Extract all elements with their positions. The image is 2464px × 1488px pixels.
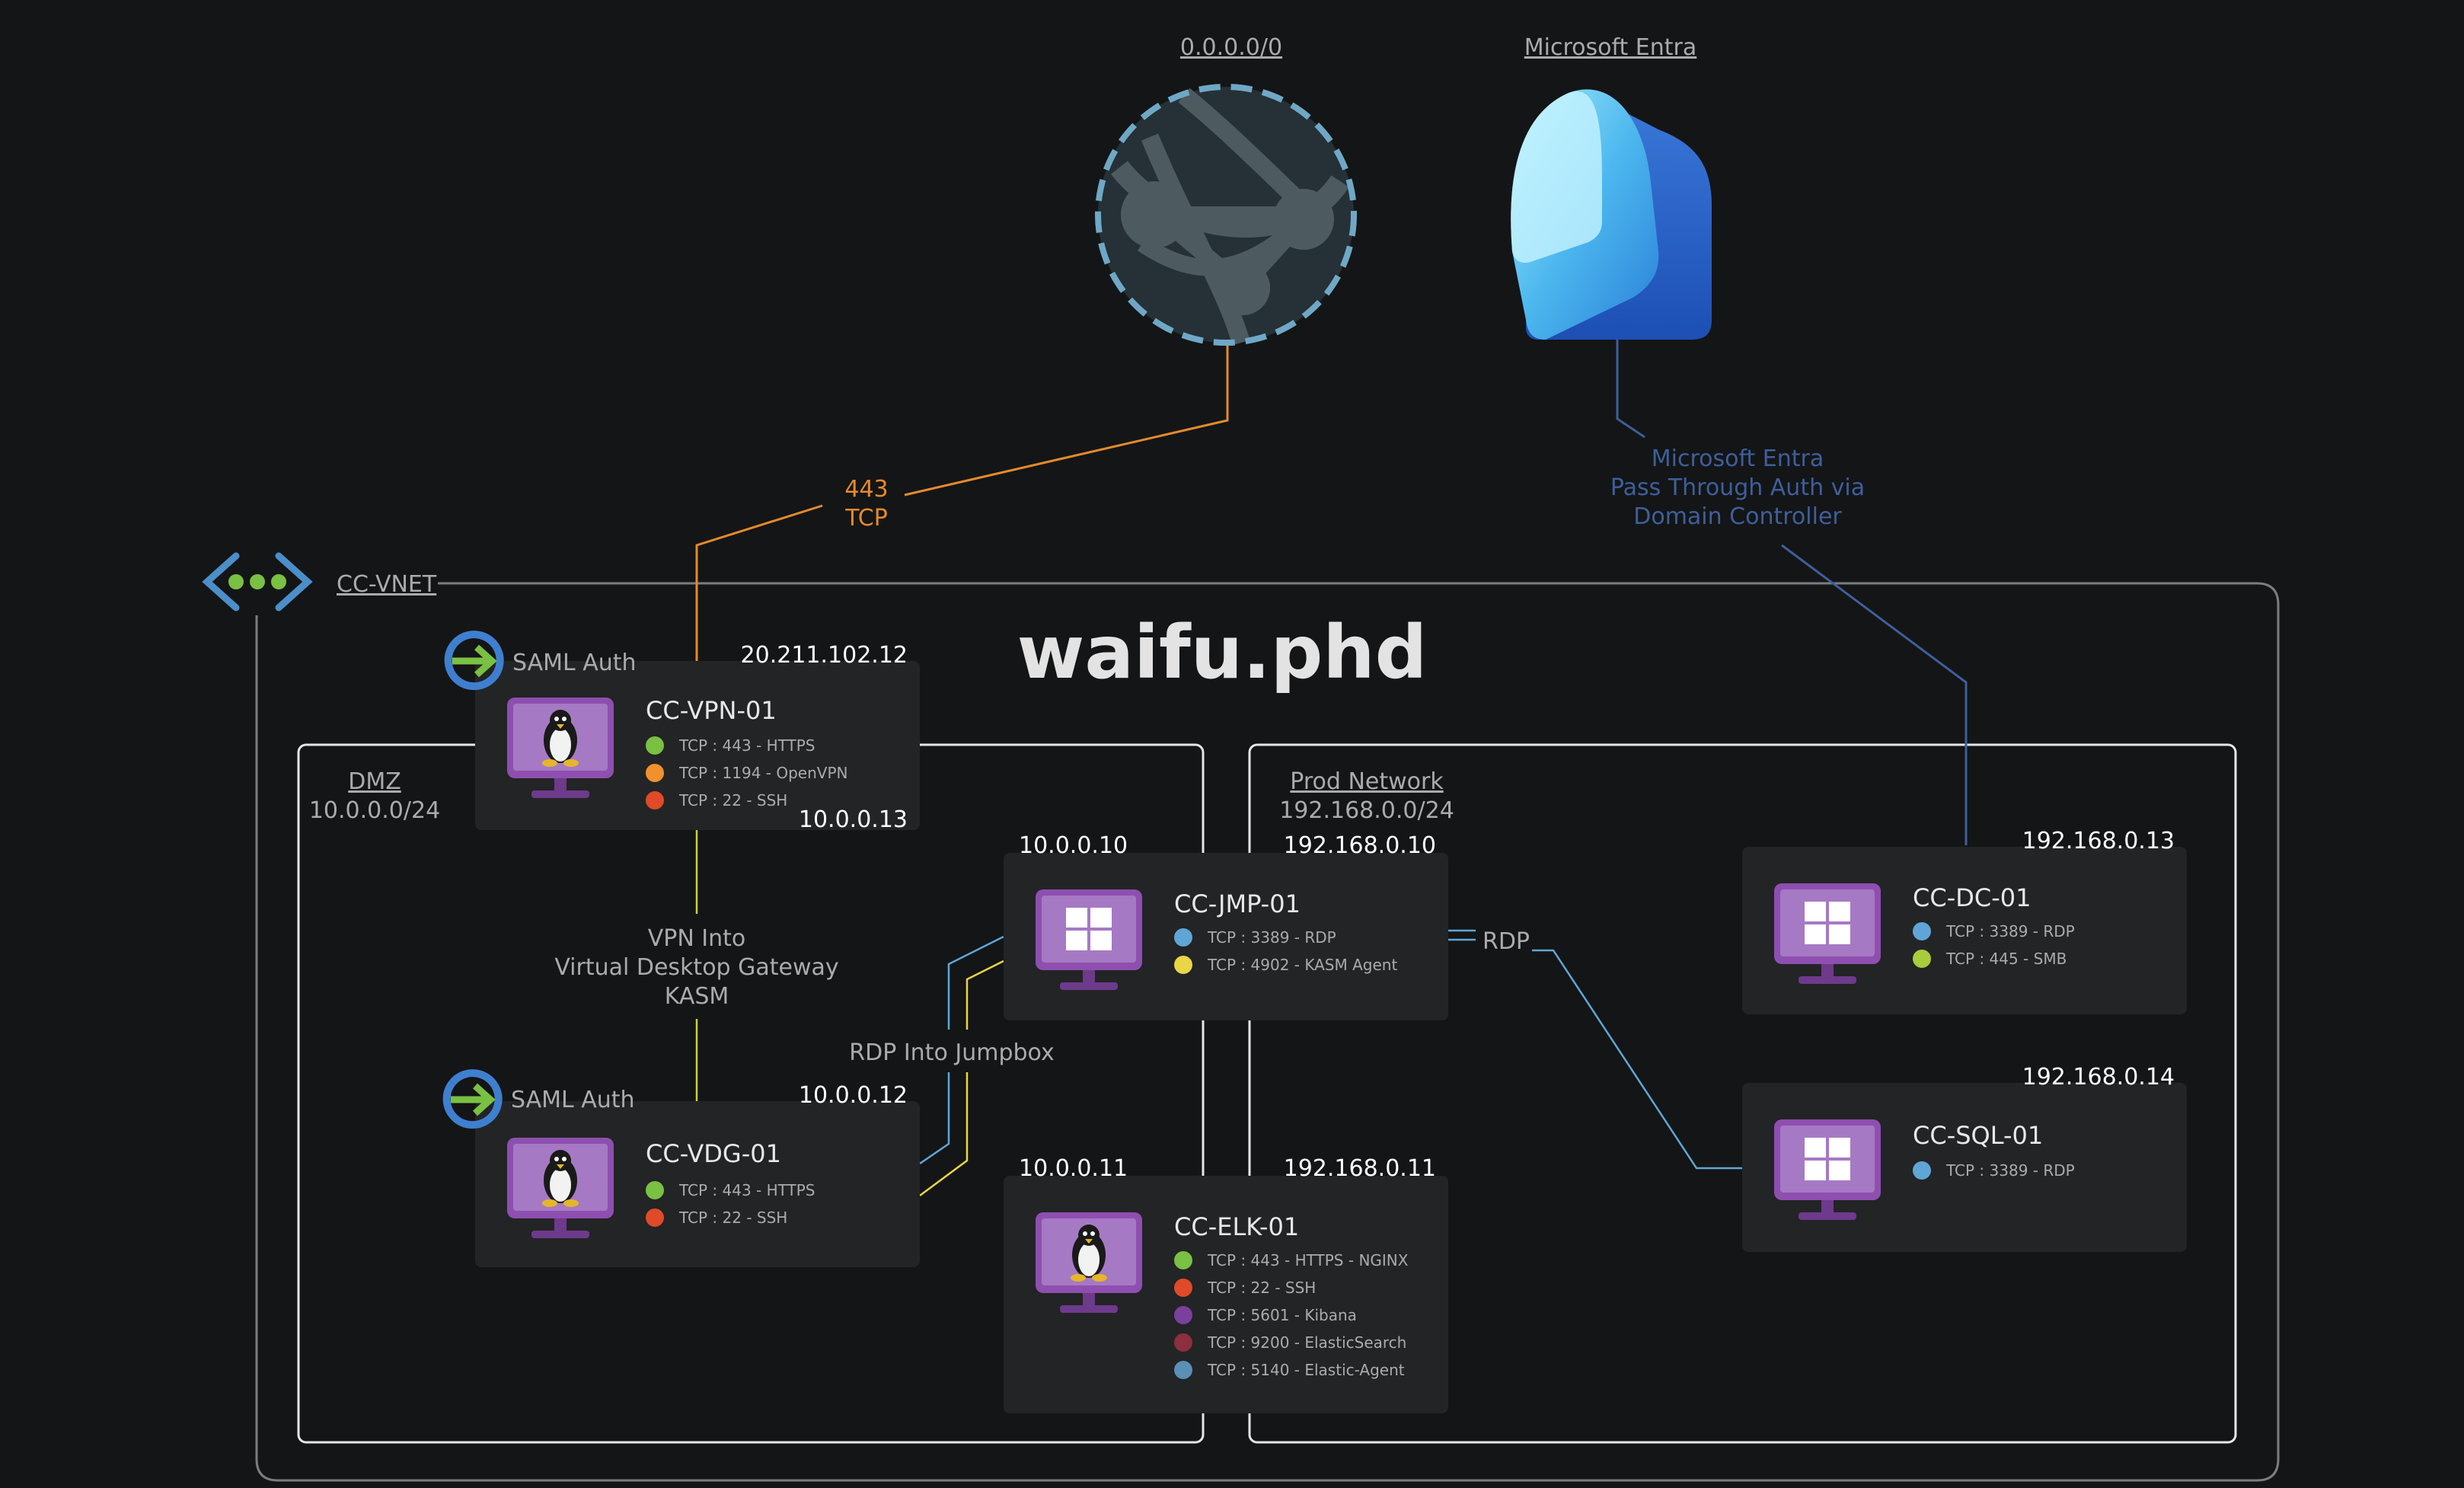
port-entry: TCP : 1194 - OpenVPN — [678, 764, 847, 782]
saml-login-icon — [442, 1069, 503, 1129]
port-entry: TCP : 22 - SSH — [678, 1209, 787, 1227]
port-status-dot — [646, 791, 664, 809]
linux-vm-icon — [507, 1138, 614, 1238]
ip-address: 10.0.0.12 — [799, 1082, 908, 1109]
ip-address: 192.168.0.11 — [1284, 1155, 1436, 1182]
port-entry: TCP : 9200 - ElasticSearch — [1207, 1333, 1406, 1352]
entra-note-line-3: Domain Controller — [1633, 503, 1842, 530]
port-status-dot — [646, 1181, 664, 1199]
rdp-label: RDP — [1483, 928, 1530, 955]
port-status-dot — [1174, 1279, 1192, 1297]
linux-vm-icon — [1036, 1212, 1142, 1313]
port-status-dot — [646, 736, 664, 755]
windows-vm-icon — [1036, 889, 1142, 990]
windows-vm-icon — [1774, 1119, 1881, 1220]
port-entry: TCP : 5601 - Kibana — [1207, 1306, 1357, 1324]
port-status-dot — [646, 764, 664, 782]
port-entry: TCP : 22 - SSH — [678, 791, 787, 809]
entra-label: Microsoft Entra — [1524, 34, 1697, 61]
port-entry: TCP : 22 - SSH — [1207, 1279, 1316, 1297]
port-entry: TCP : 3389 - RDP — [1945, 1161, 2075, 1180]
kasm-wire-yellow-upper — [965, 960, 1004, 1030]
host-name: CC-SQL-01 — [1913, 1121, 2043, 1150]
internet-wire — [904, 343, 1229, 497]
diagram-title: waifu.phd — [1017, 610, 1428, 695]
host-name: CC-VDG-01 — [646, 1139, 781, 1168]
internet-link-port: 443 — [844, 476, 888, 503]
port-entry: TCP : 3389 - RDP — [1207, 928, 1336, 947]
port-status-dot — [1174, 1333, 1192, 1352]
vnet-boundary — [255, 582, 2280, 1482]
port-entry: TCP : 443 - HTTPS - NGINX — [1207, 1251, 1409, 1269]
host-name: CC-VPN-01 — [646, 696, 777, 725]
virtual-network-icon — [202, 552, 313, 611]
prod-cidr: 192.168.0.0/24 — [1279, 797, 1454, 824]
port-entry: TCP : 443 - HTTPS — [678, 736, 815, 755]
port-status-dot — [1913, 922, 1931, 940]
ip-address: 10.0.0.10 — [1019, 832, 1128, 859]
port-status-dot — [1174, 1306, 1192, 1324]
rdp-jump-wire-blue-upper — [947, 935, 1004, 1030]
prod-name: Prod Network — [1290, 768, 1444, 795]
vpn-note-line-2: Virtual Desktop Gateway — [554, 954, 838, 981]
rdp-wire-sql — [1532, 949, 1742, 1170]
linux-vm-icon — [507, 698, 614, 798]
ip-address: 10.0.0.13 — [799, 806, 908, 833]
entra-note-line-2: Pass Through Auth via — [1610, 474, 1865, 501]
ip-address: 10.0.0.11 — [1019, 1155, 1128, 1182]
port-status-dot — [1174, 1251, 1192, 1269]
vpn-note-line-3: KASM — [665, 983, 729, 1010]
windows-vm-icon — [1774, 883, 1881, 984]
prod-zone — [1248, 743, 2237, 1444]
entra-id-icon — [1511, 89, 1712, 340]
vnet-label: CC-VNET — [337, 571, 437, 598]
dmz-cidr: 10.0.0.0/24 — [309, 797, 440, 824]
port-status-dot — [1174, 956, 1192, 974]
port-status-dot — [1913, 950, 1931, 968]
internet-wire-lower — [695, 504, 823, 664]
saml-auth-label-vdg: SAML Auth — [511, 1087, 635, 1113]
ip-address: 20.211.102.12 — [741, 642, 908, 669]
port-entry: TCP : 4902 - KASM Agent — [1207, 956, 1397, 974]
rdp-jumpbox-label: RDP Into Jumpbox — [849, 1039, 1054, 1066]
host-name: CC-ELK-01 — [1174, 1212, 1299, 1241]
port-entry: TCP : 5140 - Elastic-Agent — [1207, 1361, 1405, 1379]
port-status-dot — [1913, 1161, 1931, 1180]
port-status-dot — [646, 1209, 664, 1227]
host-name: CC-DC-01 — [1913, 883, 2031, 912]
port-entry: TCP : 3389 - RDP — [1945, 922, 2075, 940]
globe-network-icon — [1095, 84, 1357, 346]
kasm-wire-yellow-lower — [919, 1072, 969, 1197]
internet-label: 0.0.0.0/0 — [1180, 34, 1282, 61]
host-name: CC-JMP-01 — [1174, 889, 1301, 918]
port-status-dot — [1174, 1361, 1192, 1379]
ip-address: 192.168.0.10 — [1284, 832, 1436, 859]
entra-wire — [1616, 337, 1645, 439]
ip-address: 192.168.0.14 — [2022, 1064, 2175, 1090]
rdp-jump-wire-blue-lower — [919, 1072, 950, 1165]
port-entry: TCP : 445 - SMB — [1945, 950, 2067, 968]
entra-note-line-1: Microsoft Entra — [1652, 445, 1824, 472]
port-status-dot — [1174, 928, 1192, 947]
entra-wire-dc — [1781, 544, 1968, 845]
port-entry: TCP : 443 - HTTPS — [678, 1181, 815, 1199]
ip-address: 192.168.0.13 — [2022, 828, 2175, 854]
saml-login-icon — [444, 631, 504, 691]
vpn-note-line-1: VPN Into — [648, 925, 746, 952]
internet-link-proto: TCP — [844, 505, 888, 532]
dmz-name: DMZ — [348, 768, 401, 795]
saml-auth-label-vpn: SAML Auth — [512, 650, 637, 676]
